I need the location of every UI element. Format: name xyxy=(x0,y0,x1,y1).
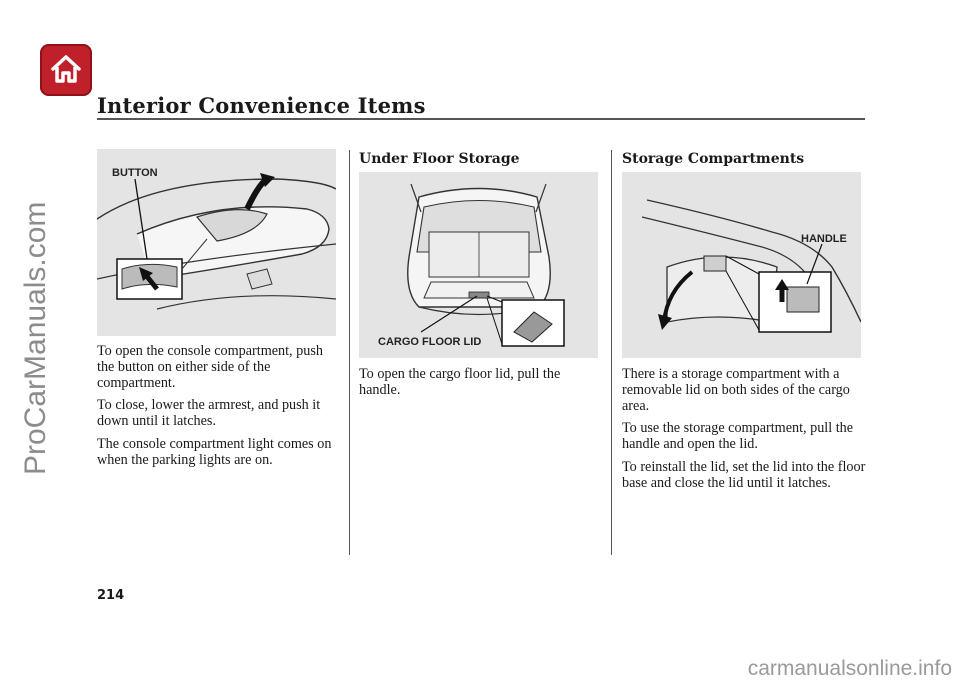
column-divider-2 xyxy=(611,150,612,555)
footer-watermark: carmanualsonline.info xyxy=(747,657,952,680)
col1-paragraph-3: The console compartment light comes on w… xyxy=(97,436,332,469)
cargo-floor-lid-callout: CARGO FLOOR LID xyxy=(378,336,482,348)
home-icon xyxy=(51,55,81,83)
header-rule xyxy=(97,118,865,120)
console-compartment-illustration: BUTTON xyxy=(97,149,336,336)
col3-paragraph-3: To reinstall the lid, set the lid into t… xyxy=(622,459,866,492)
page-number: 214 xyxy=(97,588,125,603)
storage-compartments-heading: Storage Compartments xyxy=(622,151,805,167)
section-title: Interior Convenience Items xyxy=(97,93,426,118)
under-floor-storage-heading: Under Floor Storage xyxy=(359,151,520,167)
button-callout: BUTTON xyxy=(112,167,158,179)
col3-paragraph-1: There is a storage compartment with a re… xyxy=(622,366,850,415)
column-divider-1 xyxy=(349,150,350,555)
side-watermark: ProCarManuals.com xyxy=(19,201,52,475)
home-button[interactable] xyxy=(40,44,92,96)
col1-paragraph-2: To close, lower the armrest, and push it… xyxy=(97,397,321,430)
storage-compartment-illustration: HANDLE xyxy=(622,172,861,358)
col2-paragraph-1: To open the cargo floor lid, pull the ha… xyxy=(359,366,561,399)
col1-paragraph-1: To open the console compartment, push th… xyxy=(97,343,323,392)
cargo-floor-illustration: CARGO FLOOR LID xyxy=(359,172,598,358)
col3-paragraph-2: To use the storage compartment, pull the… xyxy=(622,420,854,453)
handle-callout: HANDLE xyxy=(801,233,847,245)
